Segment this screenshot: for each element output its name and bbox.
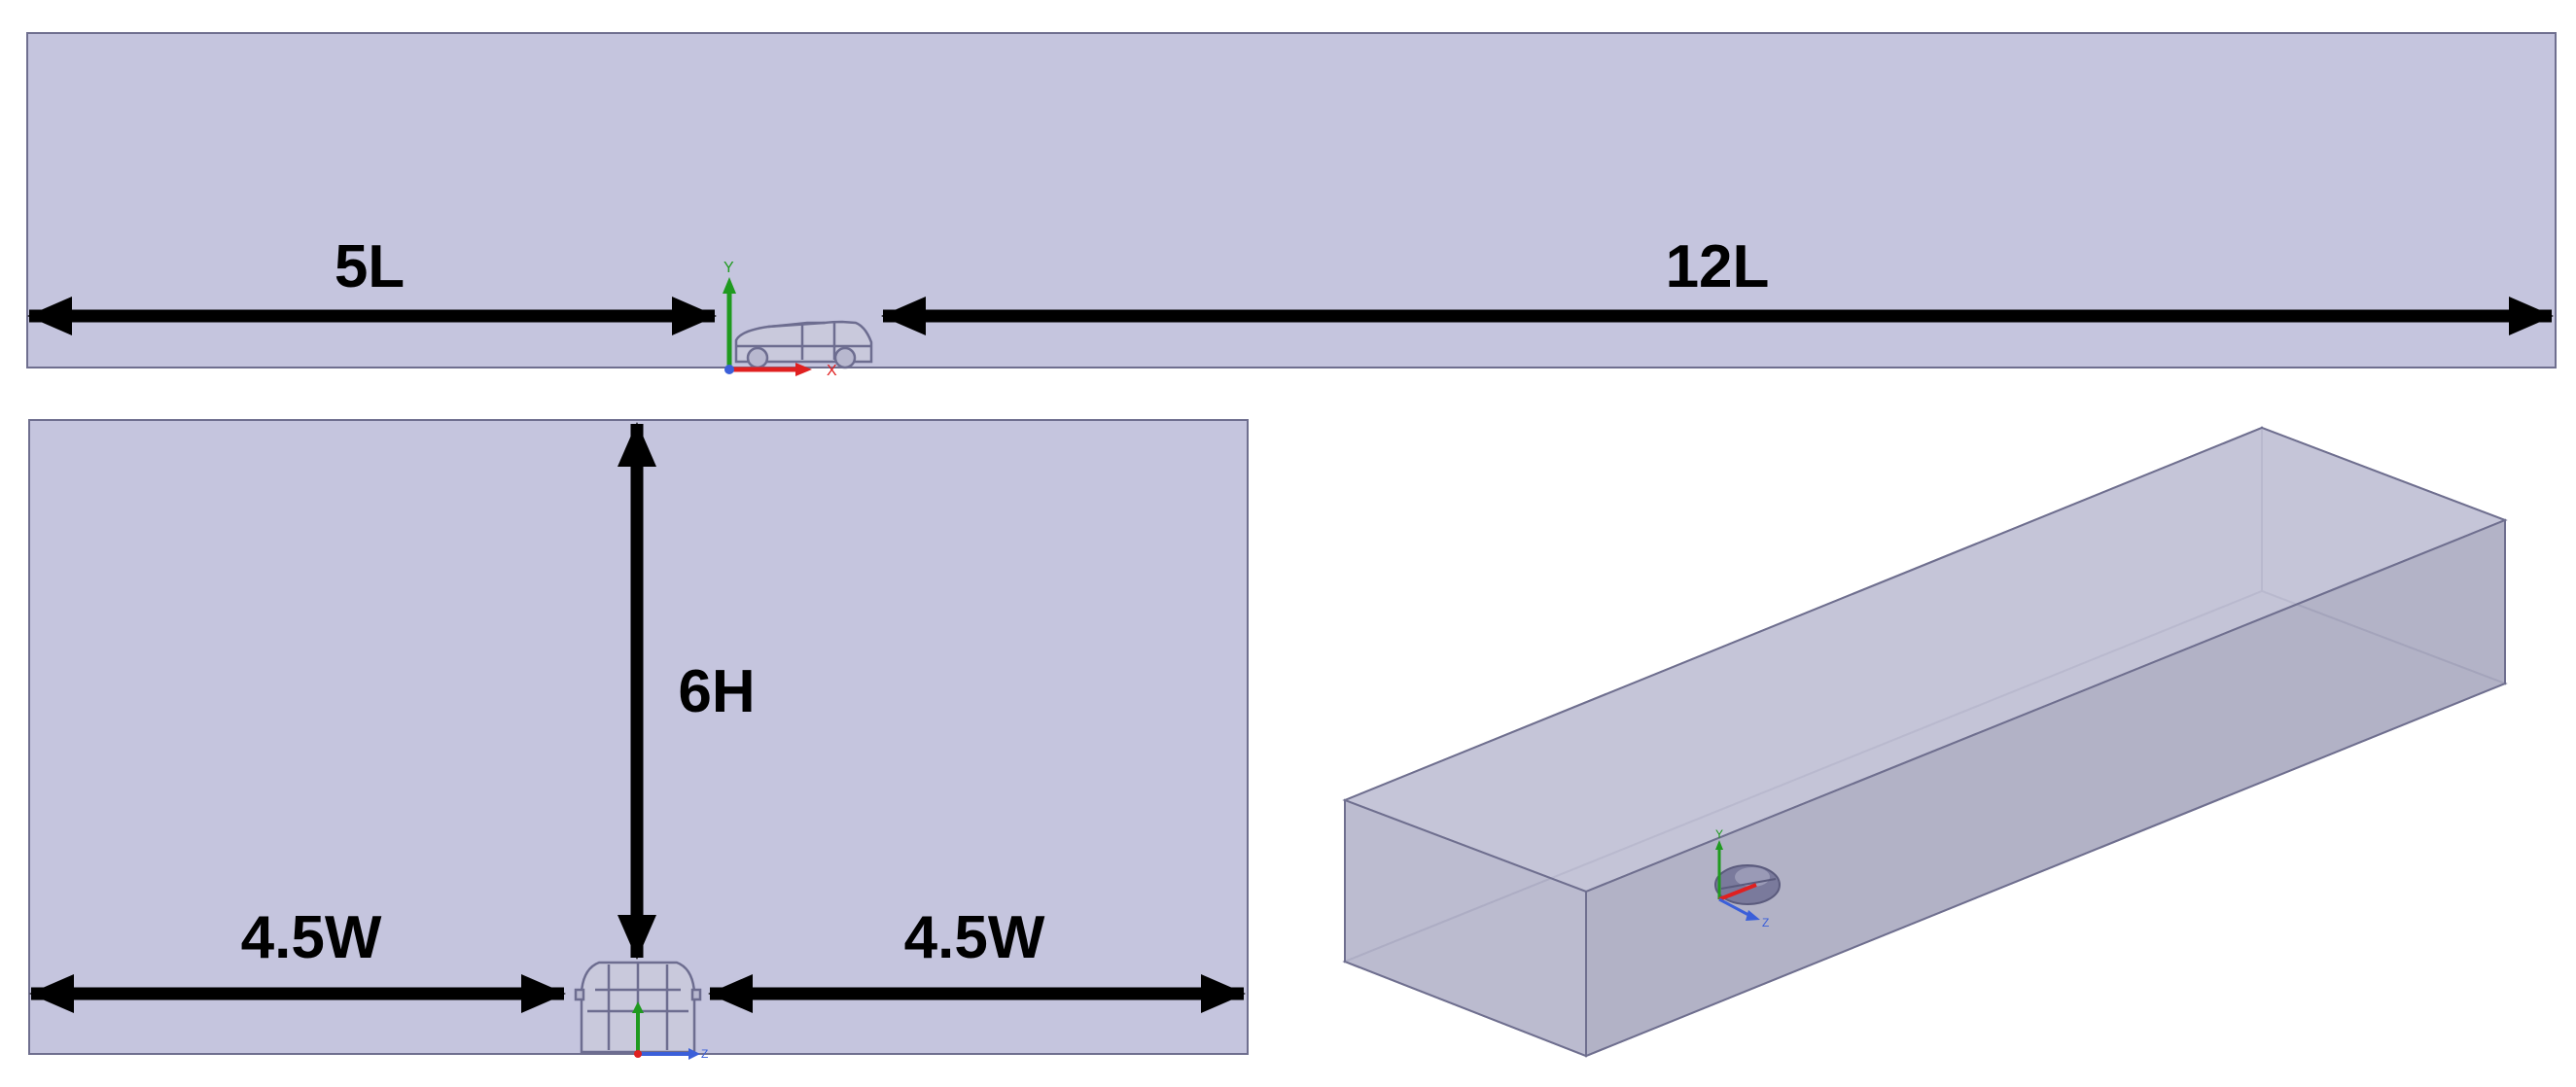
iso-view-panel: Y Z [1342,426,2508,1058]
side-axis-y-label: Y [723,260,734,276]
iso-axis-z-label: Z [1762,916,1769,929]
iso-axis-triad: Y Z [1715,827,1769,929]
right-width-label: 4.5W [904,904,1045,971]
left-width-label: 4.5W [241,904,382,971]
iso-axis-y-label: Y [1715,827,1723,841]
iso-right-face [1585,518,2506,1058]
side-view-panel: 5L 12L Y X [26,32,2557,379]
car-side-icon [734,320,873,369]
downstream-length-label: 12L [1666,233,1770,300]
height-label: 6H [678,658,755,725]
front-axis-triad: Z [632,1001,708,1061]
front-axis-z-label: Z [701,1047,708,1061]
side-axis-triad: Y X [723,260,837,379]
side-axis-x-label: X [827,363,837,379]
upstream-length-label: 5L [335,233,405,300]
front-view-panel: 6H 4.5W 4.5W Z [28,419,1249,1061]
